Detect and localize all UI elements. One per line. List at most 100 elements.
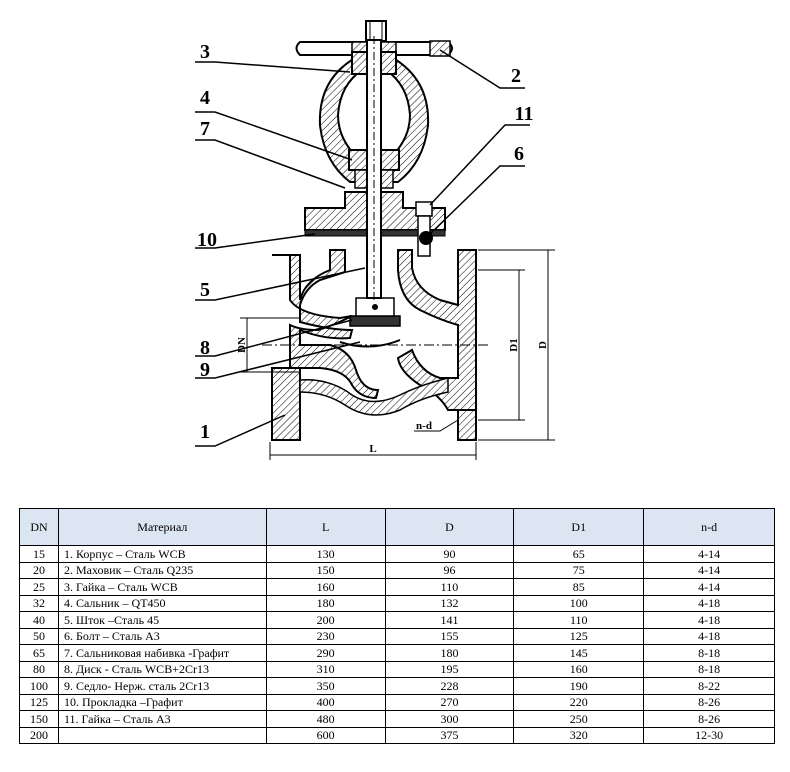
dim-d1: D1 <box>508 338 520 351</box>
cell-l: 130 <box>265 545 386 563</box>
cell-nd: 4-18 <box>643 627 775 645</box>
callout-leaders <box>195 49 530 447</box>
cell-d1: 145 <box>513 644 645 662</box>
dim-l: L <box>369 443 376 455</box>
dimension-lines <box>240 249 555 460</box>
cell-d1: 85 <box>513 578 645 596</box>
cell-d1: 320 <box>513 726 645 744</box>
cell-d1: 100 <box>513 594 645 612</box>
cell-nd: 4-14 <box>643 561 775 579</box>
cell-dn: 32 <box>19 594 59 612</box>
callout-5: 5 <box>200 279 210 301</box>
cell-dn: 125 <box>19 693 59 711</box>
cell-l: 400 <box>265 693 386 711</box>
cell-dn: 20 <box>19 561 59 579</box>
cell-l: 350 <box>265 677 386 695</box>
bonnet-yoke <box>318 51 430 183</box>
cell-dn: 200 <box>19 726 59 744</box>
cell-dn: 80 <box>19 660 59 678</box>
cell-d: 155 <box>384 627 515 645</box>
cell-material: 6. Болт – Сталь А3 <box>57 627 267 645</box>
valve-stem <box>366 36 382 300</box>
callout-11: 11 <box>515 103 534 125</box>
callout-9: 9 <box>200 359 210 381</box>
cell-nd: 8-26 <box>643 710 775 728</box>
cell-material: 9. Седло- Нерж. сталь 2Cr13 <box>57 677 267 695</box>
cell-nd: 8-18 <box>643 660 775 678</box>
cell-nd: 4-14 <box>643 545 775 563</box>
callout-10: 10 <box>197 229 217 251</box>
bolt-and-nut <box>415 201 433 257</box>
cell-l: 160 <box>265 578 386 596</box>
cell-d1: 160 <box>513 660 645 678</box>
cell-l: 180 <box>265 594 386 612</box>
stem-top-nut <box>365 20 387 42</box>
callout-7: 7 <box>200 118 210 140</box>
cell-nd: 8-26 <box>643 693 775 711</box>
cell-d1: 75 <box>513 561 645 579</box>
cell-d: 270 <box>384 693 515 711</box>
callout-8: 8 <box>200 337 210 359</box>
cell-d: 132 <box>384 594 515 612</box>
cell-nd: 8-18 <box>643 644 775 662</box>
cell-d: 96 <box>384 561 515 579</box>
callout-2: 2 <box>511 65 521 87</box>
cell-d: 141 <box>384 611 515 629</box>
cell-dn: 15 <box>19 545 59 563</box>
cell-l: 600 <box>265 726 386 744</box>
cell-d: 195 <box>384 660 515 678</box>
cell-d1: 250 <box>513 710 645 728</box>
cell-nd: 12-30 <box>643 726 775 744</box>
cell-material: 5. Шток –Сталь 45 <box>57 611 267 629</box>
table-header-row: DN Материал L D D1 n-d <box>19 508 775 546</box>
cell-material <box>57 726 267 744</box>
cell-nd: 4-14 <box>643 578 775 596</box>
cell-d1: 220 <box>513 693 645 711</box>
header-l: L <box>265 508 386 546</box>
cell-nd: 8-22 <box>643 677 775 695</box>
cell-dn: 50 <box>19 627 59 645</box>
disc-and-seat <box>339 297 401 348</box>
dim-nd: n-d <box>416 420 432 432</box>
callout-1: 1 <box>200 421 210 443</box>
cell-nd: 4-18 <box>643 611 775 629</box>
cell-l: 230 <box>265 627 386 645</box>
dim-dn: DN <box>236 337 248 353</box>
cell-l: 290 <box>265 644 386 662</box>
cell-material: 8. Диск - Сталь WCB+2Cr13 <box>57 660 267 678</box>
cell-material: 1. Корпус – Сталь WCB <box>57 545 267 563</box>
cell-d1: 110 <box>513 611 645 629</box>
cell-l: 310 <box>265 660 386 678</box>
cell-material: 7. Сальниковая набивка -Графит <box>57 644 267 662</box>
header-d: D <box>384 508 515 546</box>
cell-d1: 125 <box>513 627 645 645</box>
cell-l: 200 <box>265 611 386 629</box>
cell-d: 228 <box>384 677 515 695</box>
cell-material: 10. Прокладка –Графит <box>57 693 267 711</box>
valve-cross-section-drawing: 3 2 4 11 7 6 10 5 8 9 1 L D D1 DN n-d <box>195 20 555 460</box>
cell-l: 480 <box>265 710 386 728</box>
cell-d: 110 <box>384 578 515 596</box>
cell-d: 180 <box>384 644 515 662</box>
header-d1: D1 <box>513 508 645 546</box>
cell-dn: 65 <box>19 644 59 662</box>
header-nd: n-d <box>643 508 775 546</box>
header-dn: DN <box>19 508 59 546</box>
dim-d: D <box>537 341 549 349</box>
cell-d1: 190 <box>513 677 645 695</box>
cell-dn: 150 <box>19 710 59 728</box>
cell-dn: 25 <box>19 578 59 596</box>
cell-l: 150 <box>265 561 386 579</box>
cell-material: 4. Сальник – QT450 <box>57 594 267 612</box>
